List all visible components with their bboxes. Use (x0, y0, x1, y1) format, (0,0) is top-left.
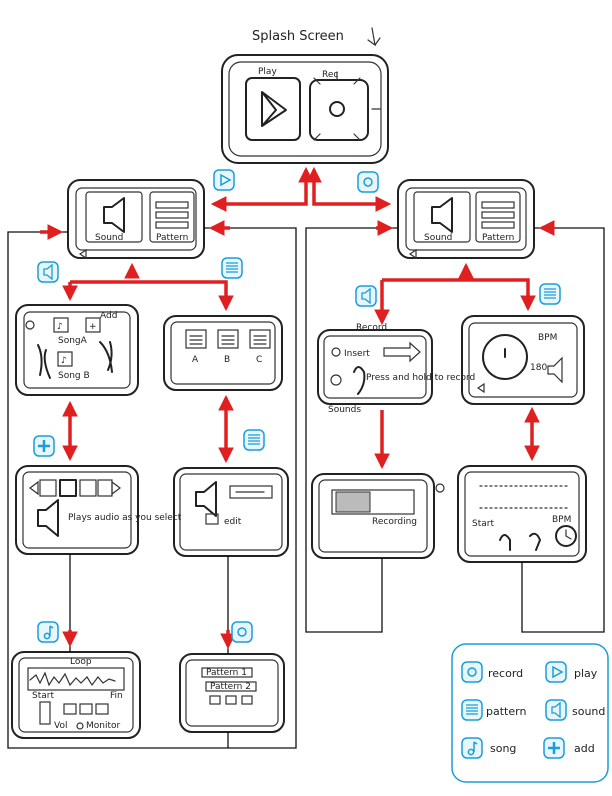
menu-right-pattern-label: Pattern (482, 233, 514, 243)
legend: record play pattern sound song add (451, 643, 609, 783)
cue-sound-icon (37, 261, 59, 283)
title-cursor-icon (367, 27, 381, 47)
menu-screen-right: Sound Pattern (397, 179, 535, 260)
svg-text:+: + (89, 322, 97, 332)
record-button-icon (330, 374, 342, 386)
cue-record-icon (357, 171, 379, 193)
back-arrow-icon (476, 382, 485, 394)
menu-left-pattern-label: Pattern (156, 233, 188, 243)
bpm-value: 180 (530, 363, 547, 373)
back-arrow-icon (78, 248, 87, 260)
rec-glow-lines (313, 71, 381, 141)
back-arrow-icon (408, 248, 417, 260)
sound-add-speaker-icon (37, 499, 59, 537)
hand-press-sketch (353, 366, 366, 395)
pattern-list-screen: Pattern 1 Pattern 2 (179, 653, 285, 733)
cue-pattern-icon (221, 257, 243, 279)
legend-record-icon (461, 661, 483, 683)
record-screen: Record Insert Press and hold to record S… (317, 323, 475, 415)
record-insert-label: Insert (344, 349, 370, 359)
legend-song-label: song (490, 742, 516, 755)
splash-screen: Play Rec (221, 54, 389, 164)
record-title: Record (356, 323, 387, 333)
pattern-screen: A B C (163, 315, 283, 391)
legend-add-icon (543, 737, 565, 759)
sound-speaker-icon (431, 197, 453, 233)
play-triangle-icon (261, 91, 287, 127)
song-start-label: Start (32, 691, 54, 701)
song-monitor-label: Monitor (86, 721, 121, 731)
start-bpm-screen: Start BPM (457, 465, 587, 563)
recording-screen: Recording (311, 473, 445, 559)
legend-pattern-label: pattern (486, 705, 526, 718)
legend-pattern-icon (461, 699, 483, 721)
edit-label: edit (224, 517, 242, 527)
record-hint: Press and hold to record (366, 373, 475, 383)
rec-dot-icon (329, 101, 345, 117)
legend-play-label: play (574, 667, 598, 680)
diagram-title: Splash Screen (252, 29, 344, 44)
cue-add-icon (33, 435, 55, 457)
menu-right-sound-label: Sound (424, 233, 452, 243)
legend-add-label: add (574, 742, 595, 755)
menu-screen-left: Sound Pattern (67, 179, 205, 260)
song-screen: Loop Start Fin Vol Monitor (11, 651, 141, 739)
sound-add-screen: Plays audio as you select (15, 465, 182, 555)
splash-play-label: Play (258, 67, 277, 77)
recording-status: Recording (372, 517, 417, 527)
bpm-label: BPM (538, 333, 557, 343)
sound-speaker-icon (103, 197, 125, 233)
bpm-screen: BPM 180 (461, 315, 585, 405)
legend-sound-icon (545, 699, 567, 721)
svg-text:♪: ♪ (57, 322, 63, 332)
legend-sound-label: sound (572, 705, 605, 718)
start-bpm-label: BPM (552, 515, 571, 525)
song-a-label: SongA (58, 336, 88, 346)
pattern-tab-b: B (224, 355, 230, 365)
cue-pattern-icon-edit (243, 429, 265, 451)
pattern-item-1: Pattern 1 (206, 668, 247, 678)
sound-screen: ♪ SongA + Add ♪ Song B (15, 304, 139, 396)
nav-arrows (40, 166, 555, 650)
cue-pattern-icon-right (539, 283, 561, 305)
pattern-edit-screen: edit (173, 467, 289, 557)
edit-speaker-icon (195, 481, 217, 517)
song-loop-label: Loop (70, 657, 92, 667)
insert-arrow-icon (383, 341, 421, 363)
cue-sound-icon-right (355, 285, 377, 307)
splash-rec-label: Rec (322, 70, 338, 80)
legend-song-icon (461, 737, 483, 759)
finger-sketch (499, 532, 541, 551)
hand-gesture-sketch (37, 341, 113, 379)
pattern-tab-c: C (256, 355, 262, 365)
cue-play-icon (213, 169, 235, 191)
menu-left-sound-label: Sound (95, 233, 123, 243)
record-footer: Sounds (328, 405, 361, 415)
sound-add-label: Add (100, 311, 117, 321)
cue-song-icon (37, 621, 59, 643)
song-fin-label: Fin (110, 691, 123, 701)
legend-box (451, 643, 609, 783)
legend-record-label: record (488, 667, 523, 680)
cue-record-icon-list (231, 621, 253, 643)
pattern-item-2: Pattern 2 (210, 682, 251, 692)
song-b-label: Song B (58, 371, 90, 381)
recording-progress (335, 491, 371, 513)
clock-icon (555, 525, 577, 547)
sound-add-caption: Plays audio as you select (68, 513, 182, 523)
pattern-tab-a: A (192, 355, 199, 365)
song-vol-label: Vol (54, 721, 67, 731)
legend-play-icon (545, 661, 567, 683)
bpm-speaker-icon (547, 356, 563, 384)
svg-text:♪: ♪ (61, 356, 67, 366)
bpm-dial (482, 334, 528, 380)
start-label: Start (472, 519, 494, 529)
